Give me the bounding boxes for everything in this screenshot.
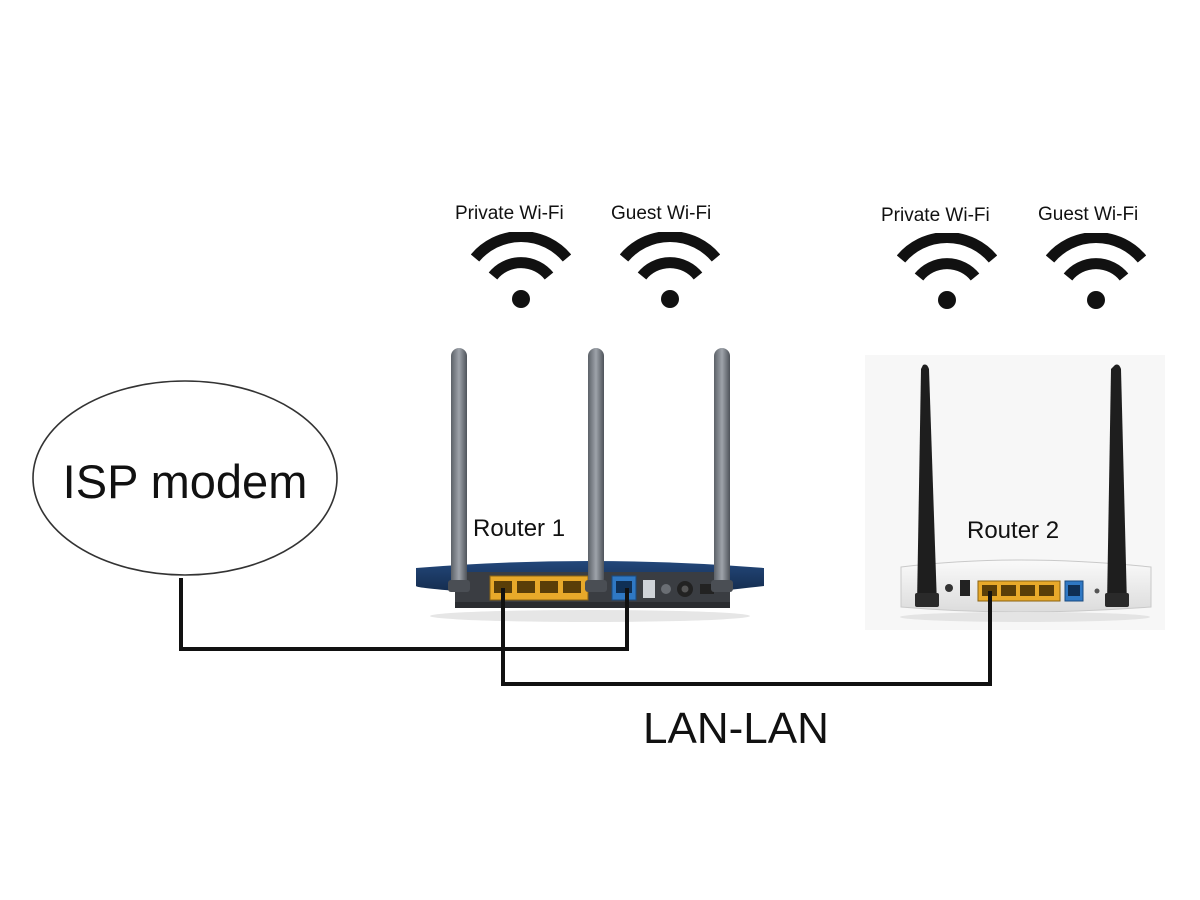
lan-lan-cable [501, 588, 992, 686]
wifi-icon [620, 232, 720, 312]
router1-guest-wifi-label: Guest Wi-Fi [611, 203, 712, 224]
isp-modem: ISP modem [30, 378, 340, 578]
router2-private-wifi-label: Private Wi-Fi [881, 205, 990, 226]
router2-guest-wifi-label: Guest Wi-Fi [1038, 204, 1139, 225]
router-icon [865, 355, 1165, 630]
wifi-icon [1046, 233, 1146, 313]
wifi-icon [471, 232, 571, 312]
router1-label: Router 1 [473, 515, 566, 542]
lan-lan-label: LAN-LAN [643, 704, 829, 753]
router-icon [410, 340, 770, 625]
wifi-icon [897, 233, 997, 313]
isp-modem-label: ISP modem [62, 455, 308, 508]
router2-label: Router 2 [967, 517, 1060, 544]
isp-to-router1-wan-cable [179, 578, 629, 651]
router1-private-wifi-label: Private Wi-Fi [455, 203, 564, 224]
